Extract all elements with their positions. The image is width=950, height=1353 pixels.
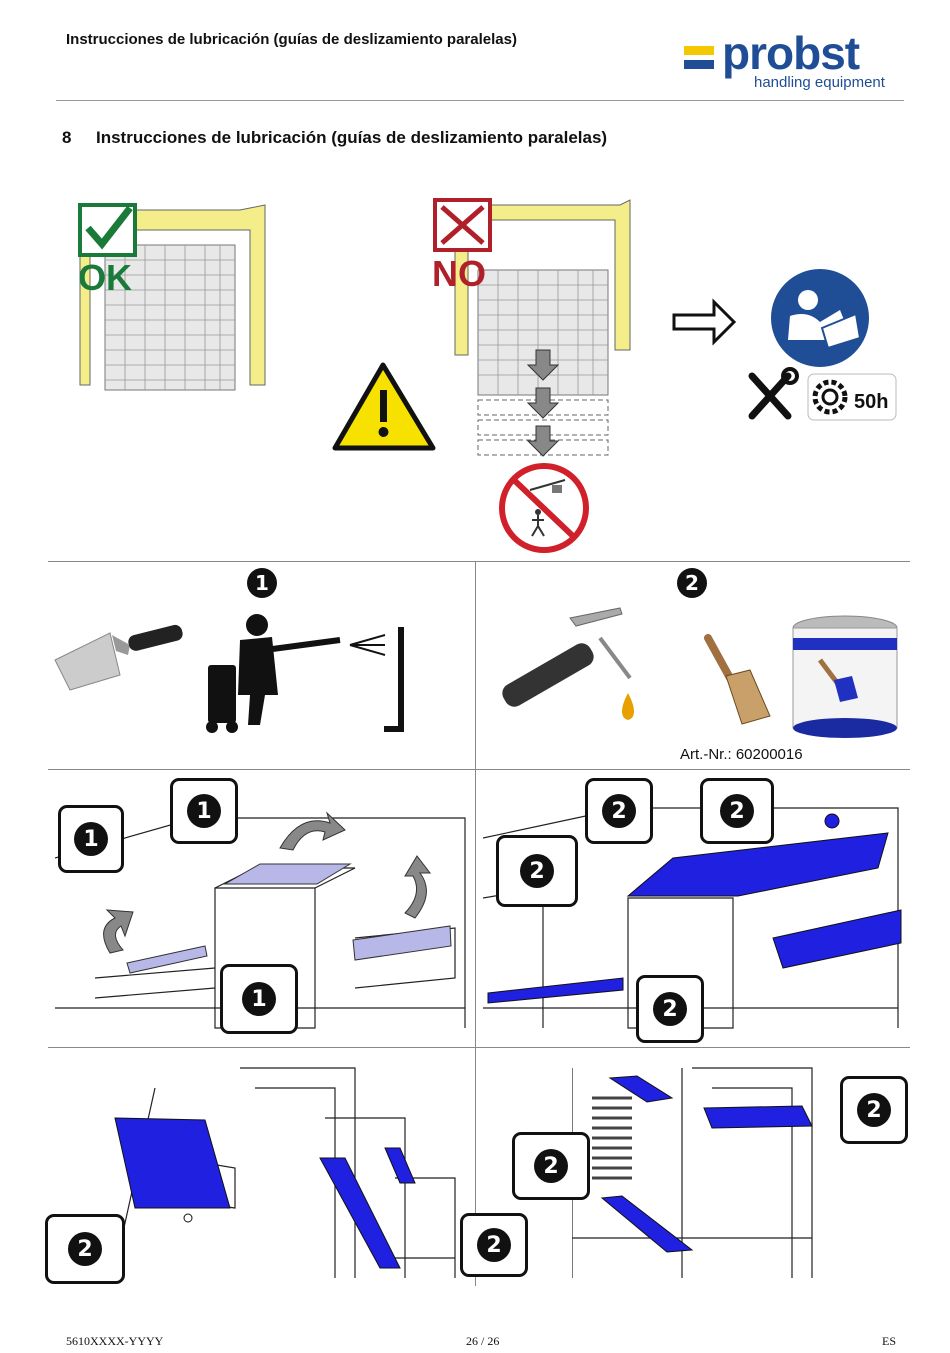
- scraper-icon: [54, 624, 183, 691]
- section-title: Instrucciones de lubricación (guías de d…: [96, 128, 608, 147]
- document-header-title: Instrucciones de lubricación (guías de d…: [66, 31, 517, 48]
- callout-2: 2: [636, 975, 704, 1043]
- table-line: [48, 769, 910, 770]
- probst-logo: probst handling equipment: [684, 27, 896, 94]
- logo-word: probst: [722, 27, 860, 79]
- callout-2: 2: [585, 778, 653, 844]
- callout-2: 2: [460, 1213, 528, 1277]
- table-line: [48, 561, 910, 562]
- footer-page-number: 26 / 26: [466, 1334, 500, 1348]
- callout-2: 2: [840, 1076, 908, 1144]
- logo-subtitle: handling equipment: [754, 74, 885, 91]
- lubrication-tools-illustration: [502, 607, 898, 738]
- article-number: Art.-Nr.: 60200016: [680, 746, 803, 763]
- grease-tin-icon: [792, 615, 898, 738]
- callout-1: 1: [58, 805, 124, 873]
- warning-triangle-icon: [332, 362, 436, 451]
- step-2-number: 2: [677, 568, 707, 598]
- maintenance-interval-icon: [807, 373, 897, 421]
- footer-doc-id: 5610XXXX-YYYY: [66, 1334, 164, 1348]
- no-clamp-figure: [433, 198, 631, 457]
- grease-gun-icon: [502, 607, 634, 720]
- no-persons-under-load-icon: [499, 463, 589, 553]
- greasing-detail-left-illustration: [114, 1067, 456, 1278]
- callout-2: 2: [700, 778, 774, 844]
- down-arrows-icon: [526, 349, 560, 457]
- ok-label: OK: [78, 257, 132, 298]
- pressure-washer-icon: [206, 614, 404, 733]
- step-1-number: 1: [247, 568, 277, 598]
- cleaning-tools-illustration: [54, 614, 404, 733]
- no-label: NO: [432, 253, 486, 294]
- section-number: 8: [62, 128, 72, 147]
- callout-1: 1: [170, 778, 238, 844]
- top-illustration: OK NO: [78, 198, 897, 553]
- table-line: [48, 1047, 910, 1048]
- callout-2: 2: [496, 835, 578, 907]
- arrow-right-icon: [672, 298, 737, 346]
- greasing-detail-right-illustration: [572, 1067, 813, 1278]
- callout-1: 1: [220, 964, 298, 1034]
- read-manual-icon: [769, 267, 871, 369]
- callout-2: 2: [512, 1132, 590, 1200]
- table-line: [475, 561, 476, 1286]
- footer-language: ES: [882, 1334, 897, 1348]
- interval-label: 50h: [854, 391, 888, 413]
- brush-icon: [704, 634, 771, 725]
- header-divider: [56, 100, 904, 101]
- tools-wrench-screwdriver-icon: [748, 372, 792, 420]
- callout-2: 2: [45, 1214, 125, 1284]
- ok-clamp-figure: [78, 203, 266, 391]
- cleaning-locations-illustration: [55, 811, 466, 1029]
